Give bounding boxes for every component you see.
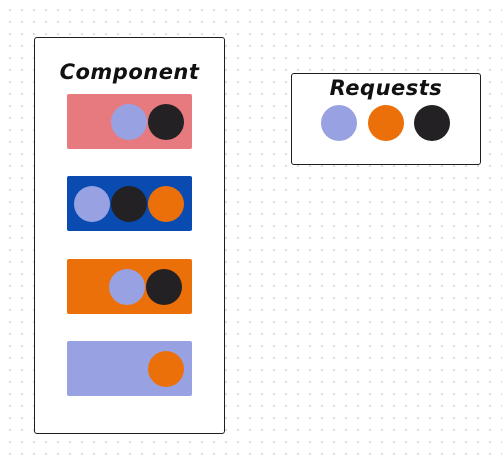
- component-row-2-circle-1: [74, 186, 110, 222]
- component-row-2: [67, 176, 192, 231]
- component-row-3-circle-1: [109, 269, 145, 305]
- requests-title: Requests: [329, 76, 443, 100]
- requests-panel: Requests: [291, 73, 481, 165]
- component-row-3: [67, 259, 192, 314]
- request-circle-3: [414, 105, 450, 141]
- request-circle-2: [368, 105, 404, 141]
- component-title: Component: [59, 60, 200, 84]
- component-row-3-circle-2: [146, 269, 182, 305]
- component-row-1: [67, 94, 192, 149]
- component-row-4: [67, 341, 192, 396]
- component-row-2-circle-2: [111, 186, 147, 222]
- component-row-1-circle-2: [148, 104, 184, 140]
- request-circle-1: [321, 105, 357, 141]
- component-panel: Component: [34, 37, 225, 434]
- component-row-2-circle-3: [148, 186, 184, 222]
- component-row-4-circle-1: [148, 351, 184, 387]
- component-row-1-circle-1: [111, 104, 147, 140]
